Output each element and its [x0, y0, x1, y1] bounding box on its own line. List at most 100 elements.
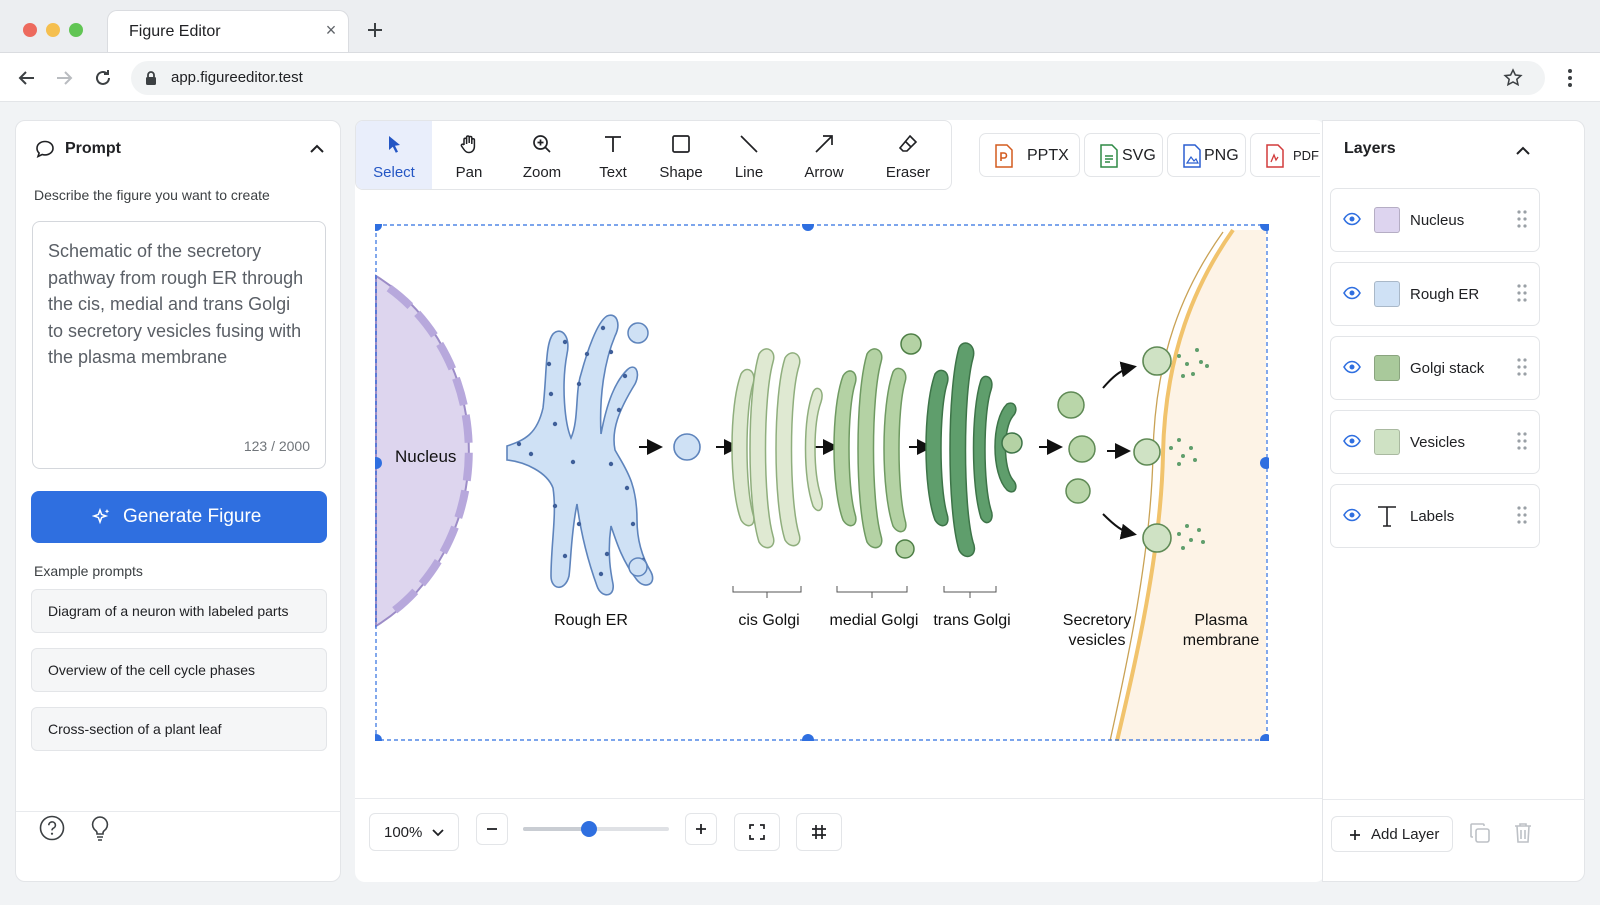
eye-icon[interactable] — [1343, 360, 1361, 374]
plus-icon — [1350, 830, 1360, 840]
add-layer-button[interactable]: Add Layer — [1331, 816, 1453, 852]
tool-toolbar: Select Pan Zoom Text Shape Line Arrow E — [355, 120, 952, 190]
bookmark-star-icon[interactable] — [1503, 68, 1523, 88]
text-icon — [1378, 506, 1396, 527]
plasma-membrane-region[interactable] — [1117, 230, 1266, 741]
medial-golgi[interactable] — [833, 348, 907, 549]
browser-menu-icon[interactable] — [1567, 68, 1573, 88]
zoom-in-button[interactable] — [685, 813, 717, 845]
eye-icon[interactable] — [1343, 508, 1361, 522]
help-icon[interactable] — [39, 815, 65, 841]
prompt-title: Prompt — [65, 140, 121, 157]
selection-box[interactable] — [375, 224, 1268, 741]
layer-row-golgi-stack[interactable]: Golgi stack — [1330, 336, 1540, 400]
back-icon[interactable] — [17, 68, 37, 88]
secretory-vesicles[interactable] — [1057, 391, 1096, 504]
export-svg-button[interactable]: SVG — [1084, 133, 1163, 177]
tab-title: Figure Editor — [129, 23, 221, 40]
reload-icon[interactable] — [93, 68, 113, 88]
text-tool[interactable]: Text — [578, 121, 648, 189]
zoom-level-dropdown[interactable]: 100% — [369, 813, 459, 851]
layer-name: Golgi stack — [1410, 360, 1485, 377]
zoom-slider[interactable] — [523, 821, 669, 837]
selection-handles[interactable] — [375, 224, 1269, 741]
trans-golgi[interactable] — [925, 342, 1017, 558]
golgi-vesicle — [895, 539, 915, 559]
drag-handle-icon[interactable] — [1517, 209, 1527, 229]
layer-row-nucleus[interactable]: Nucleus — [1330, 188, 1540, 252]
lock-icon — [146, 71, 156, 85]
plasma-membrane-label: membrane — [1183, 632, 1260, 649]
er-vesicle — [627, 322, 649, 344]
export-png-button[interactable]: PNG — [1167, 133, 1246, 177]
browser-tab-bar: Figure Editor × — [0, 0, 1600, 53]
example-prompt-label: Diagram of a neuron with labeled parts — [48, 603, 289, 619]
generate-figure-button[interactable]: Generate Figure — [31, 491, 327, 543]
fit-to-screen-button[interactable] — [734, 813, 780, 851]
svg-file-icon — [1100, 144, 1118, 168]
example-prompt-item[interactable]: Cross-section of a plant leaf — [31, 707, 327, 751]
lightbulb-icon[interactable] — [89, 815, 111, 843]
collapse-chevron-up-icon[interactable] — [309, 142, 325, 154]
zoom-tool[interactable]: Zoom — [506, 121, 578, 189]
cis-golgi[interactable] — [731, 348, 824, 549]
layers-title: Layers — [1344, 140, 1396, 157]
drag-handle-icon[interactable] — [1517, 431, 1527, 451]
cis-golgi-label: cis Golgi — [738, 612, 799, 629]
drag-handle-icon[interactable] — [1517, 505, 1527, 525]
export-pdf-button[interactable]: PDF — [1250, 133, 1320, 177]
prompt-header[interactable]: Prompt — [33, 137, 327, 161]
shape-tool[interactable]: Shape — [648, 121, 714, 189]
collapse-chevron-up-icon[interactable] — [1515, 144, 1531, 156]
close-window-button[interactable] — [23, 23, 37, 37]
zoom-slider-fill — [523, 827, 589, 831]
forward-icon[interactable] — [54, 68, 74, 88]
address-bar[interactable]: app.figureeditor.test — [131, 61, 1545, 95]
zoom-slider-thumb[interactable] — [580, 821, 597, 837]
minimize-window-button[interactable] — [46, 23, 60, 37]
sparkle-icon — [92, 507, 110, 525]
eye-icon[interactable] — [1343, 212, 1361, 226]
drag-handle-icon[interactable] — [1517, 283, 1527, 303]
eraser-tool[interactable]: Eraser — [864, 121, 952, 189]
drag-handle-icon[interactable] — [1517, 357, 1527, 377]
browser-tab[interactable]: Figure Editor × — [107, 10, 349, 53]
export-label: SVG — [1122, 147, 1156, 164]
character-count: 123 / 2000 — [243, 438, 310, 454]
figure-canvas[interactable]: Nucleus — [375, 224, 1269, 741]
example-prompt-item[interactable]: Overview of the cell cycle phases — [31, 648, 327, 692]
tab-close-icon[interactable]: × — [325, 20, 337, 40]
medial-golgi-label: medial Golgi — [830, 612, 919, 629]
layer-swatch — [1374, 281, 1400, 307]
trash-icon[interactable] — [1513, 821, 1533, 845]
zoom-out-button[interactable] — [476, 813, 508, 845]
layers-panel: Layers Nucleus Rough ER Golgi stack Vesi… — [1322, 120, 1585, 882]
line-tool[interactable]: Line — [714, 121, 784, 189]
maximize-window-button[interactable] — [69, 23, 83, 37]
new-tab-icon[interactable] — [364, 19, 386, 41]
plasma-membrane-outer — [1115, 228, 1235, 741]
pan-tool[interactable]: Pan — [432, 121, 506, 189]
layer-row-labels[interactable]: Labels — [1330, 484, 1540, 548]
layer-row-rough-er[interactable]: Rough ER — [1330, 262, 1540, 326]
layer-row-vesicles[interactable]: Vesicles — [1330, 410, 1540, 474]
duplicate-icon[interactable] — [1469, 822, 1491, 844]
rough-er[interactable] — [506, 314, 654, 596]
eye-icon[interactable] — [1343, 434, 1361, 448]
grid-toggle-button[interactable] — [796, 813, 842, 851]
secretory-vesicles-label: vesicles — [1069, 632, 1126, 649]
example-prompt-item[interactable]: Diagram of a neuron with labeled parts — [31, 589, 327, 633]
select-tool[interactable]: Select — [356, 121, 432, 189]
tool-label: Line — [734, 164, 764, 181]
golgi-brackets — [732, 586, 997, 598]
layer-name: Vesicles — [1410, 434, 1466, 451]
export-pptx-button[interactable]: PPTX — [979, 133, 1080, 177]
chevron-down-icon — [432, 829, 444, 837]
arrow-tool[interactable]: Arrow — [784, 121, 864, 189]
eraser-icon — [898, 134, 918, 152]
prompt-description: Describe the figure you want to create — [34, 187, 270, 203]
prompt-textarea[interactable]: Schematic of the secretory pathway from … — [32, 221, 326, 469]
layer-name: Labels — [1410, 508, 1455, 525]
secreted-cargo-dots — [1169, 348, 1209, 550]
eye-icon[interactable] — [1343, 286, 1361, 300]
